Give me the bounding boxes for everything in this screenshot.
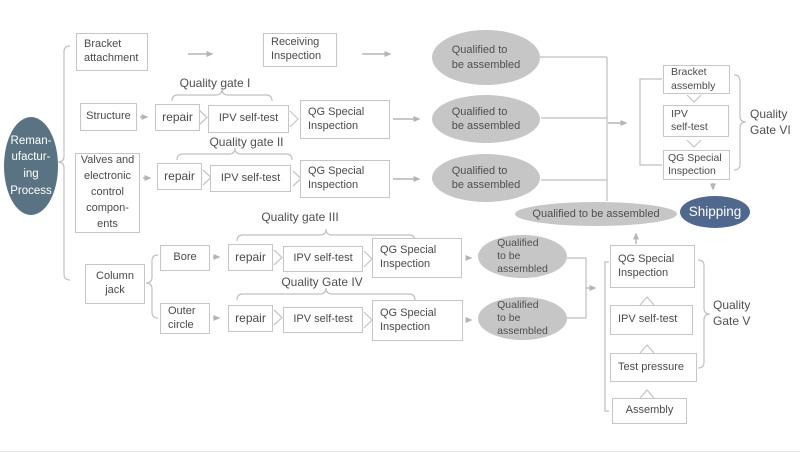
outer-circle-box: Outer circle xyxy=(160,303,210,334)
bore-box: Bore xyxy=(160,245,210,271)
repair-box-outer: repair xyxy=(228,305,273,332)
gate6-brace xyxy=(733,74,747,171)
column-jack-box: Column jack xyxy=(85,264,145,304)
connector-lines xyxy=(540,56,662,412)
up-chevron-icon xyxy=(639,344,655,354)
gate4-brace xyxy=(236,287,416,301)
structure-box: Structure xyxy=(80,103,137,131)
repair-box-valves: repair xyxy=(157,163,202,190)
brace-shapes xyxy=(57,45,747,369)
quality-gate-3-label: Quality gate III xyxy=(261,210,339,224)
bracket-attachment-box: Bracket attachment xyxy=(76,33,148,71)
shipping-ellipse: Shipping xyxy=(680,196,750,228)
ipv-self-test-box-outer: IPV self-test xyxy=(283,307,363,333)
receiving-inspection-box: Receiving Inspection xyxy=(263,33,337,67)
qualified-ellipse-final: Qualified to be assembled xyxy=(515,202,677,226)
gate2-brace xyxy=(176,147,293,161)
up-chevron-icon xyxy=(639,389,655,399)
remanufacturing-process-ellipse: Reman- ufactur- ing Process xyxy=(4,117,58,215)
test-pressure-box: Test pressure xyxy=(610,353,697,382)
gate5-input-bracket xyxy=(604,261,609,412)
qualified-ellipse-bracket: Qualified to be assembled xyxy=(432,30,540,85)
column-jack-brace xyxy=(145,254,159,319)
qualified-ellipse-valves: Qualified to be assembled xyxy=(432,154,540,202)
down-chevron-icon xyxy=(686,139,702,148)
assembly-box: Assembly xyxy=(612,398,687,424)
flow-arrows xyxy=(140,51,716,323)
down-chevron-icon xyxy=(686,94,702,103)
gate1-brace xyxy=(171,88,273,102)
gate6-input-bracket xyxy=(639,78,662,166)
ipv-self-test-box-bore: IPV self-test xyxy=(283,246,363,272)
qg-special-inspection-box-bore: QG Special Inspection xyxy=(372,238,462,278)
quality-gate-4-label: Quality Gate IV xyxy=(281,275,363,289)
qualified-ellipse-bore: Qualified to be assembled xyxy=(478,235,567,278)
qg-special-inspection-box-structure: QG Special Inspection xyxy=(300,100,390,139)
gate5-brace xyxy=(697,259,711,369)
repair-box-bore: repair xyxy=(228,244,273,271)
qg-special-inspection-box-gate5: QG Special Inspection xyxy=(610,245,695,288)
quality-gate-5-label: Quality Gate V xyxy=(713,298,751,328)
ipv-self-test-box-valves: IPV self-test xyxy=(210,165,291,192)
repair-box-structure: repair xyxy=(155,104,200,131)
up-chevron-icon xyxy=(639,296,655,306)
quality-gate-1-label: Quality gate I xyxy=(179,76,251,90)
qg-special-inspection-box-valves: QG Special Inspection xyxy=(300,160,390,198)
qualified-ellipse-outer: Qualified to be assembled xyxy=(478,297,567,340)
process-brace xyxy=(57,45,71,281)
quality-gate-2-label: Quality gate II xyxy=(209,135,284,149)
ipv-self-test-box-gate5: IPV self-test xyxy=(610,305,693,335)
qg-special-inspection-box-outer: QG Special Inspection xyxy=(372,300,463,341)
valves-box: Valves and electronic control compon- en… xyxy=(75,153,140,233)
ipv-self-test-box-gate6: IPV self-test xyxy=(663,105,729,137)
gate3-brace xyxy=(236,228,416,242)
qualified-ellipse-structure: Qualified to be assembled xyxy=(432,95,540,143)
bracket-assembly-box: Bracket assembly xyxy=(663,65,730,94)
ipv-self-test-box-structure: IPV self-test xyxy=(208,105,289,133)
quality-gate-6-label: Quality Gate VI xyxy=(750,107,791,137)
qg-special-inspection-box-gate6: QG Special Inspection xyxy=(663,150,730,180)
